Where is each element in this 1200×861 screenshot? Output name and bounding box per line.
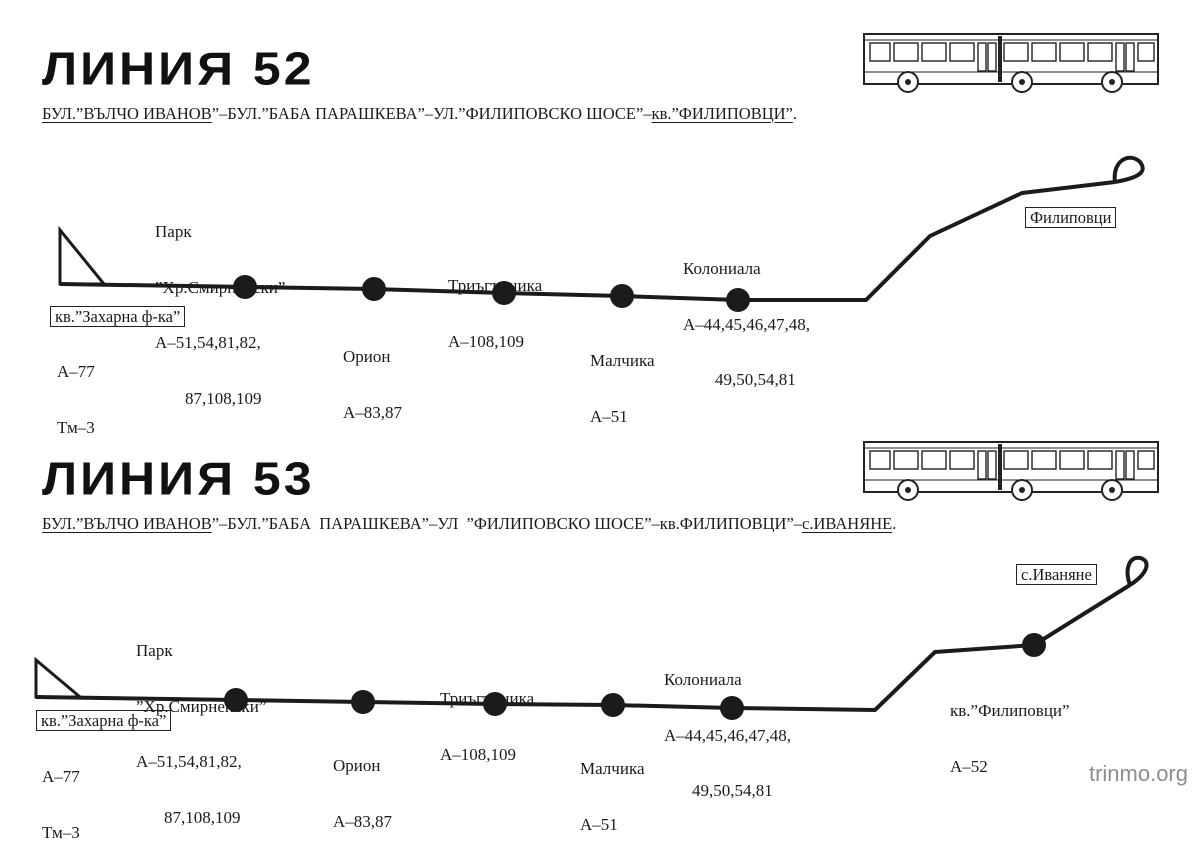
line-53-title: ЛИНИЯ 53 — [42, 452, 315, 505]
route-street-underlined: БУЛ.”ВЪЛЧО ИВАНОВ — [42, 104, 212, 123]
stop-connections: А–108,109 — [440, 744, 517, 764]
stop-name: ”Хр.Смирненски” — [155, 277, 286, 297]
stop-connections: 87,108,109 — [185, 388, 262, 408]
stop-connections: А–83,87 — [343, 402, 403, 422]
stop-connections: А–51 — [580, 814, 618, 834]
connection-tram: Тм–3 — [57, 417, 95, 437]
terminus-label: с.Иваняне — [1016, 564, 1097, 585]
stop-connections: 49,50,54,81 — [692, 781, 773, 800]
stop-connections: А–52 — [950, 756, 988, 776]
stop-orion-label: Орион А–83,87 — [343, 311, 402, 441]
stop-name: Колониала — [664, 670, 742, 689]
line-52-title: ЛИНИЯ 52 — [42, 42, 315, 95]
connection-tram: Тм–3 — [42, 822, 80, 842]
stop-name: Малчика — [590, 351, 655, 370]
stop-park-label: Парк ”Хр.Смирненски” А–51,54,81,82, 87,1… — [136, 605, 266, 846]
stop-name: Орион — [343, 347, 391, 366]
route-streets: ”–БУЛ.”БАБА ПАРАШКЕВА”–УЛ.”ФИЛИПОВСКО ШО… — [211, 104, 652, 123]
stop-connections: А–51,54,81,82, — [136, 752, 242, 771]
start-terminal-triangle — [58, 225, 108, 286]
connection-bus: А–77 — [57, 362, 95, 381]
route-destination-underlined: с.ИВАНЯНЕ — [802, 514, 893, 533]
line-52-route-description: БУЛ.”ВЪЛЧО ИВАНОВ”–БУЛ.”БАБА ПАРАШКЕВА”–… — [42, 104, 797, 124]
stop-malchika-label: Малчика А–51 — [590, 315, 655, 445]
stop-name: кв.”Филиповци” — [950, 701, 1070, 720]
line-53-route-description: БУЛ.”ВЪЛЧО ИВАНОВ”–БУЛ.”БАБА ПАРАШКЕВА”–… — [42, 514, 896, 534]
stop-marker — [351, 690, 375, 714]
stop-name: ”Хр.Смирненски” — [136, 696, 267, 716]
route-end-period: . — [792, 104, 797, 123]
stop-connections: А–51 — [590, 406, 628, 426]
stop-marker — [1022, 633, 1046, 657]
stop-marker — [362, 277, 386, 301]
stop-name: Малчика — [580, 759, 645, 778]
stop-connections: А–44,45,46,47,48, — [683, 314, 811, 334]
route-streets: ”–БУЛ.”БАБА ПАРАШКЕВА”–УЛ ”ФИЛИПОВСКО ШО… — [211, 514, 803, 533]
stop-marker — [601, 693, 625, 717]
stop-malchika-label: Малчика А–51 — [580, 723, 645, 853]
turnaround-loop — [1125, 555, 1149, 587]
stop-orion-label: Орион А–83,87 — [333, 720, 392, 850]
watermark: trinmo.org — [1088, 761, 1188, 786]
connection-bus: А–77 — [42, 767, 80, 786]
stop-name: Орион — [333, 756, 381, 775]
articulated-bus-icon — [863, 441, 1159, 501]
stop-koloniala-label: Колониала А–44,45,46,47,48, 49,50,54,81 — [683, 223, 810, 408]
stop-triagalnika-label: Триъгълника А–108,109 — [448, 240, 542, 370]
stop-name: Колониала — [683, 259, 761, 278]
stop-connections: А–44,45,46,47,48, — [664, 725, 792, 745]
start-terminal-triangle — [34, 656, 85, 699]
route-destination-underlined: кв.”ФИЛИПОВЦИ” — [651, 104, 793, 123]
stop-triagalnika-label: Триъгълника А–108,109 — [440, 653, 534, 783]
stop-name: Триъгълника — [448, 276, 543, 295]
stop-connections: 49,50,54,81 — [715, 370, 796, 389]
stop-name: Парк — [155, 222, 192, 241]
stop-connections: А–108,109 — [448, 331, 525, 351]
start-station-connections: А–77 Тм–3 — [57, 326, 95, 456]
stop-connections: А–51,54,81,82, — [155, 333, 261, 352]
stop-marker — [610, 284, 634, 308]
stop-koloniala-label: Колониала А–44,45,46,47,48, 49,50,54,81 — [664, 634, 791, 819]
turnaround-loop — [1112, 155, 1145, 184]
start-station-label: кв.”Захарна ф-ка” — [36, 710, 172, 731]
stop-name: Триъгълника — [440, 689, 535, 708]
stop-connections: А–83,87 — [333, 811, 393, 831]
stop-name: Парк — [136, 641, 173, 660]
articulated-bus-icon — [863, 33, 1159, 93]
stop-park-label: Парк ”Хр.Смирненски” А–51,54,81,82, 87,1… — [155, 186, 285, 427]
stop-filipovtsi-label: кв.”Филиповци” А–52 — [950, 665, 1070, 795]
terminus-label: Филиповци — [1025, 207, 1117, 228]
route-street-underlined: БУЛ.”ВЪЛЧО ИВАНОВ — [42, 514, 212, 533]
start-station-label: кв.”Захарна ф-ка” — [50, 306, 186, 327]
start-station-connections: А–77 Тм–3 — [42, 731, 80, 861]
route-end-period: . — [892, 514, 897, 533]
stop-connections: 87,108,109 — [164, 807, 241, 827]
